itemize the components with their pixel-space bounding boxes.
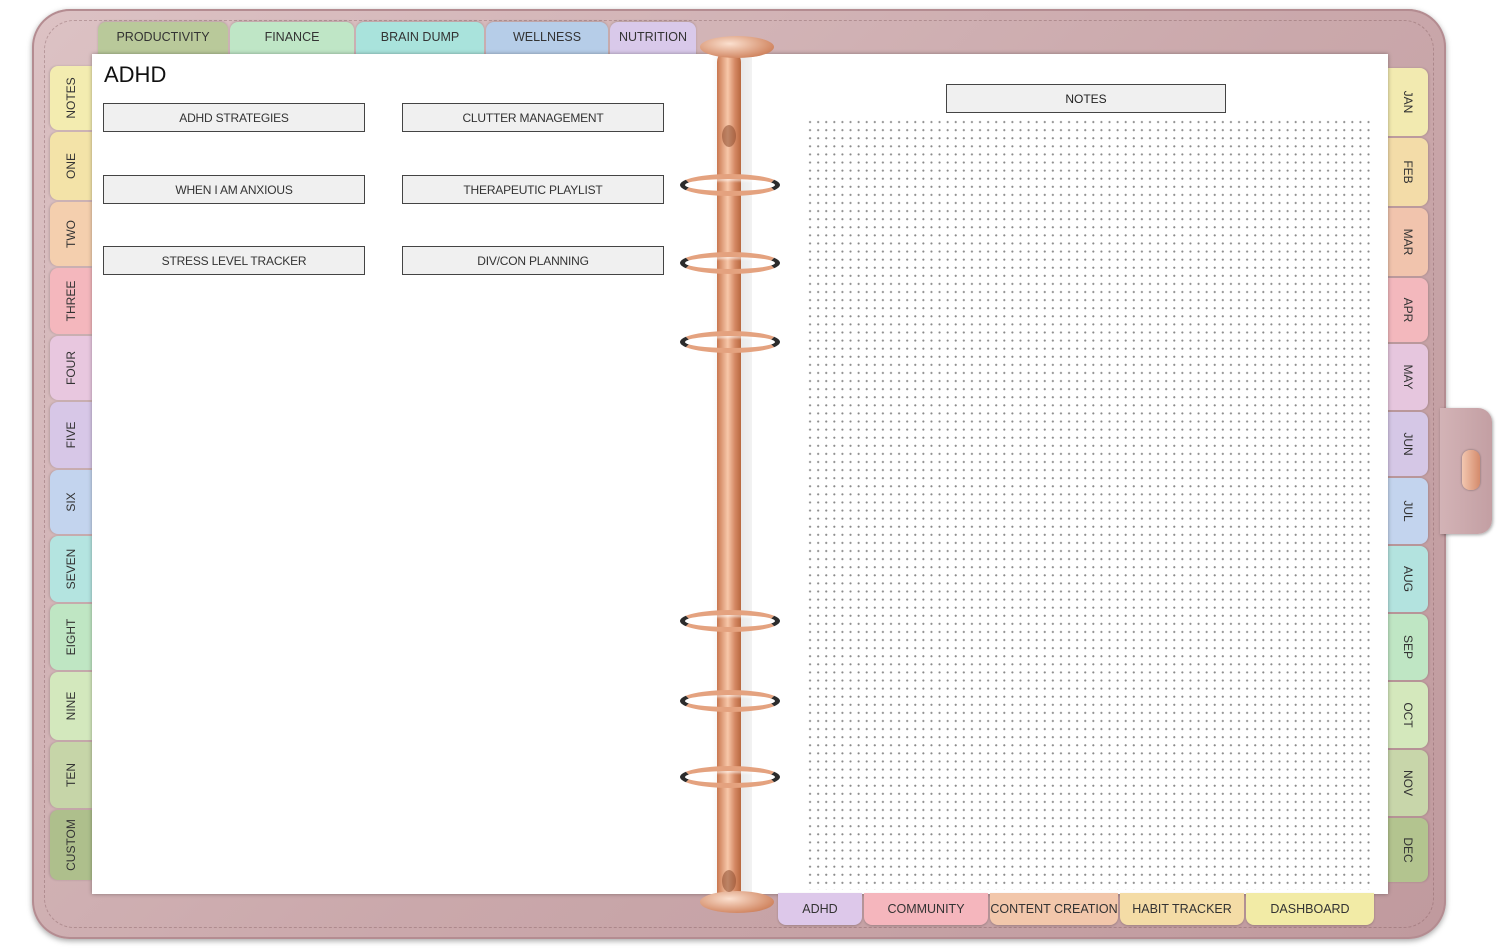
tab-label: JUL	[1401, 500, 1415, 522]
tab-sep[interactable]: SEP	[1388, 614, 1428, 680]
when-i-am-anxious-button[interactable]: WHEN I AM ANXIOUS	[103, 175, 365, 204]
tab-label: THREE	[64, 280, 78, 322]
tab-label: FOUR	[64, 351, 78, 385]
tab-community[interactable]: COMMUNITY	[864, 893, 988, 925]
tab-productivity[interactable]: PRODUCTIVITY	[98, 22, 228, 56]
tab-aug[interactable]: AUG	[1388, 546, 1428, 612]
tab-notes[interactable]: NOTES	[50, 66, 92, 130]
adhd-strategies-button[interactable]: ADHD STRATEGIES	[103, 103, 365, 132]
tab-label: NOTES	[64, 77, 78, 119]
tab-five[interactable]: FIVE	[50, 402, 92, 468]
tab-nine[interactable]: NINE	[50, 672, 92, 740]
tab-custom[interactable]: CUSTOM	[50, 810, 92, 880]
tab-six[interactable]: SIX	[50, 470, 92, 534]
tab-apr[interactable]: APR	[1388, 278, 1428, 342]
therapeutic-playlist-button[interactable]: THERAPEUTIC PLAYLIST	[402, 175, 664, 204]
tab-label: EIGHT	[64, 618, 78, 656]
tab-label: DEC	[1401, 837, 1415, 863]
tab-label: JUN	[1401, 432, 1415, 456]
tab-label: SIX	[64, 492, 78, 512]
tab-nov[interactable]: NOV	[1388, 750, 1428, 816]
tab-jul[interactable]: JUL	[1388, 478, 1428, 544]
tab-adhd[interactable]: ADHD	[778, 893, 862, 925]
tab-two[interactable]: TWO	[50, 202, 92, 266]
tab-label: TEN	[64, 763, 78, 787]
binder-stitching	[44, 20, 1434, 928]
tab-oct[interactable]: OCT	[1388, 682, 1428, 748]
stress-level-tracker-button[interactable]: STRESS LEVEL TRACKER	[103, 246, 365, 275]
ring-bottom-cap-icon	[700, 891, 774, 913]
notes-header: NOTES	[946, 84, 1226, 113]
tab-may[interactable]: MAY	[1388, 344, 1428, 410]
tab-label: AUG	[1401, 565, 1415, 593]
tab-habit-tracker[interactable]: HABIT TRACKER	[1120, 893, 1244, 925]
tab-label: TWO	[64, 220, 78, 248]
tab-label: JAN	[1401, 90, 1415, 114]
tab-label: SEVEN	[64, 548, 78, 590]
binder-ring-icon	[680, 174, 780, 196]
tab-label: NINE	[64, 691, 78, 721]
ring-top-cap-icon	[700, 36, 774, 58]
tab-mar[interactable]: MAR	[1388, 208, 1428, 276]
tab-brain-dump[interactable]: BRAIN DUMP	[356, 22, 484, 56]
tab-label: MAR	[1401, 228, 1415, 256]
tab-jun[interactable]: JUN	[1388, 412, 1428, 476]
tab-label: ONE	[64, 152, 78, 180]
binder-ring-icon	[680, 252, 780, 274]
tab-four[interactable]: FOUR	[50, 336, 92, 400]
binder-ring-icon	[680, 331, 780, 353]
binder-ring-icon	[680, 610, 780, 632]
tab-jan[interactable]: JAN	[1388, 68, 1428, 136]
binder-ring-icon	[680, 690, 780, 712]
tab-label: CUSTOM	[64, 819, 78, 871]
ring-hole-icon	[722, 125, 736, 147]
tab-eight[interactable]: EIGHT	[50, 604, 92, 670]
binder-ring-icon	[680, 766, 780, 788]
tab-dec[interactable]: DEC	[1388, 818, 1428, 882]
page-title: ADHD	[104, 62, 167, 87]
tab-label: OCT	[1401, 702, 1415, 728]
tab-label: FIVE	[64, 421, 78, 449]
tab-wellness[interactable]: WELLNESS	[486, 22, 608, 56]
div-con-planning-button[interactable]: DIV/CON PLANNING	[402, 246, 664, 275]
tab-content-creation[interactable]: CONTENT CREATION	[990, 893, 1118, 925]
tab-nutrition[interactable]: NUTRITION	[610, 22, 696, 56]
dot-grid-notes-area[interactable]	[806, 118, 1372, 890]
tab-label: FEB	[1401, 160, 1415, 184]
ring-hole-icon	[722, 870, 736, 892]
tab-three[interactable]: THREE	[50, 268, 92, 334]
tab-dashboard[interactable]: DASHBOARD	[1246, 893, 1374, 925]
tab-seven[interactable]: SEVEN	[50, 536, 92, 602]
clutter-management-button[interactable]: CLUTTER MANAGEMENT	[402, 103, 664, 132]
tab-label: NOV	[1401, 769, 1415, 797]
tab-label: SEP	[1401, 634, 1415, 660]
tab-feb[interactable]: FEB	[1388, 138, 1428, 206]
tab-one[interactable]: ONE	[50, 132, 92, 200]
tab-label: APR	[1401, 297, 1415, 323]
clasp-snap-icon	[1462, 450, 1480, 490]
tab-label: MAY	[1401, 364, 1415, 390]
tab-ten[interactable]: TEN	[50, 742, 92, 808]
tab-finance[interactable]: FINANCE	[230, 22, 354, 56]
